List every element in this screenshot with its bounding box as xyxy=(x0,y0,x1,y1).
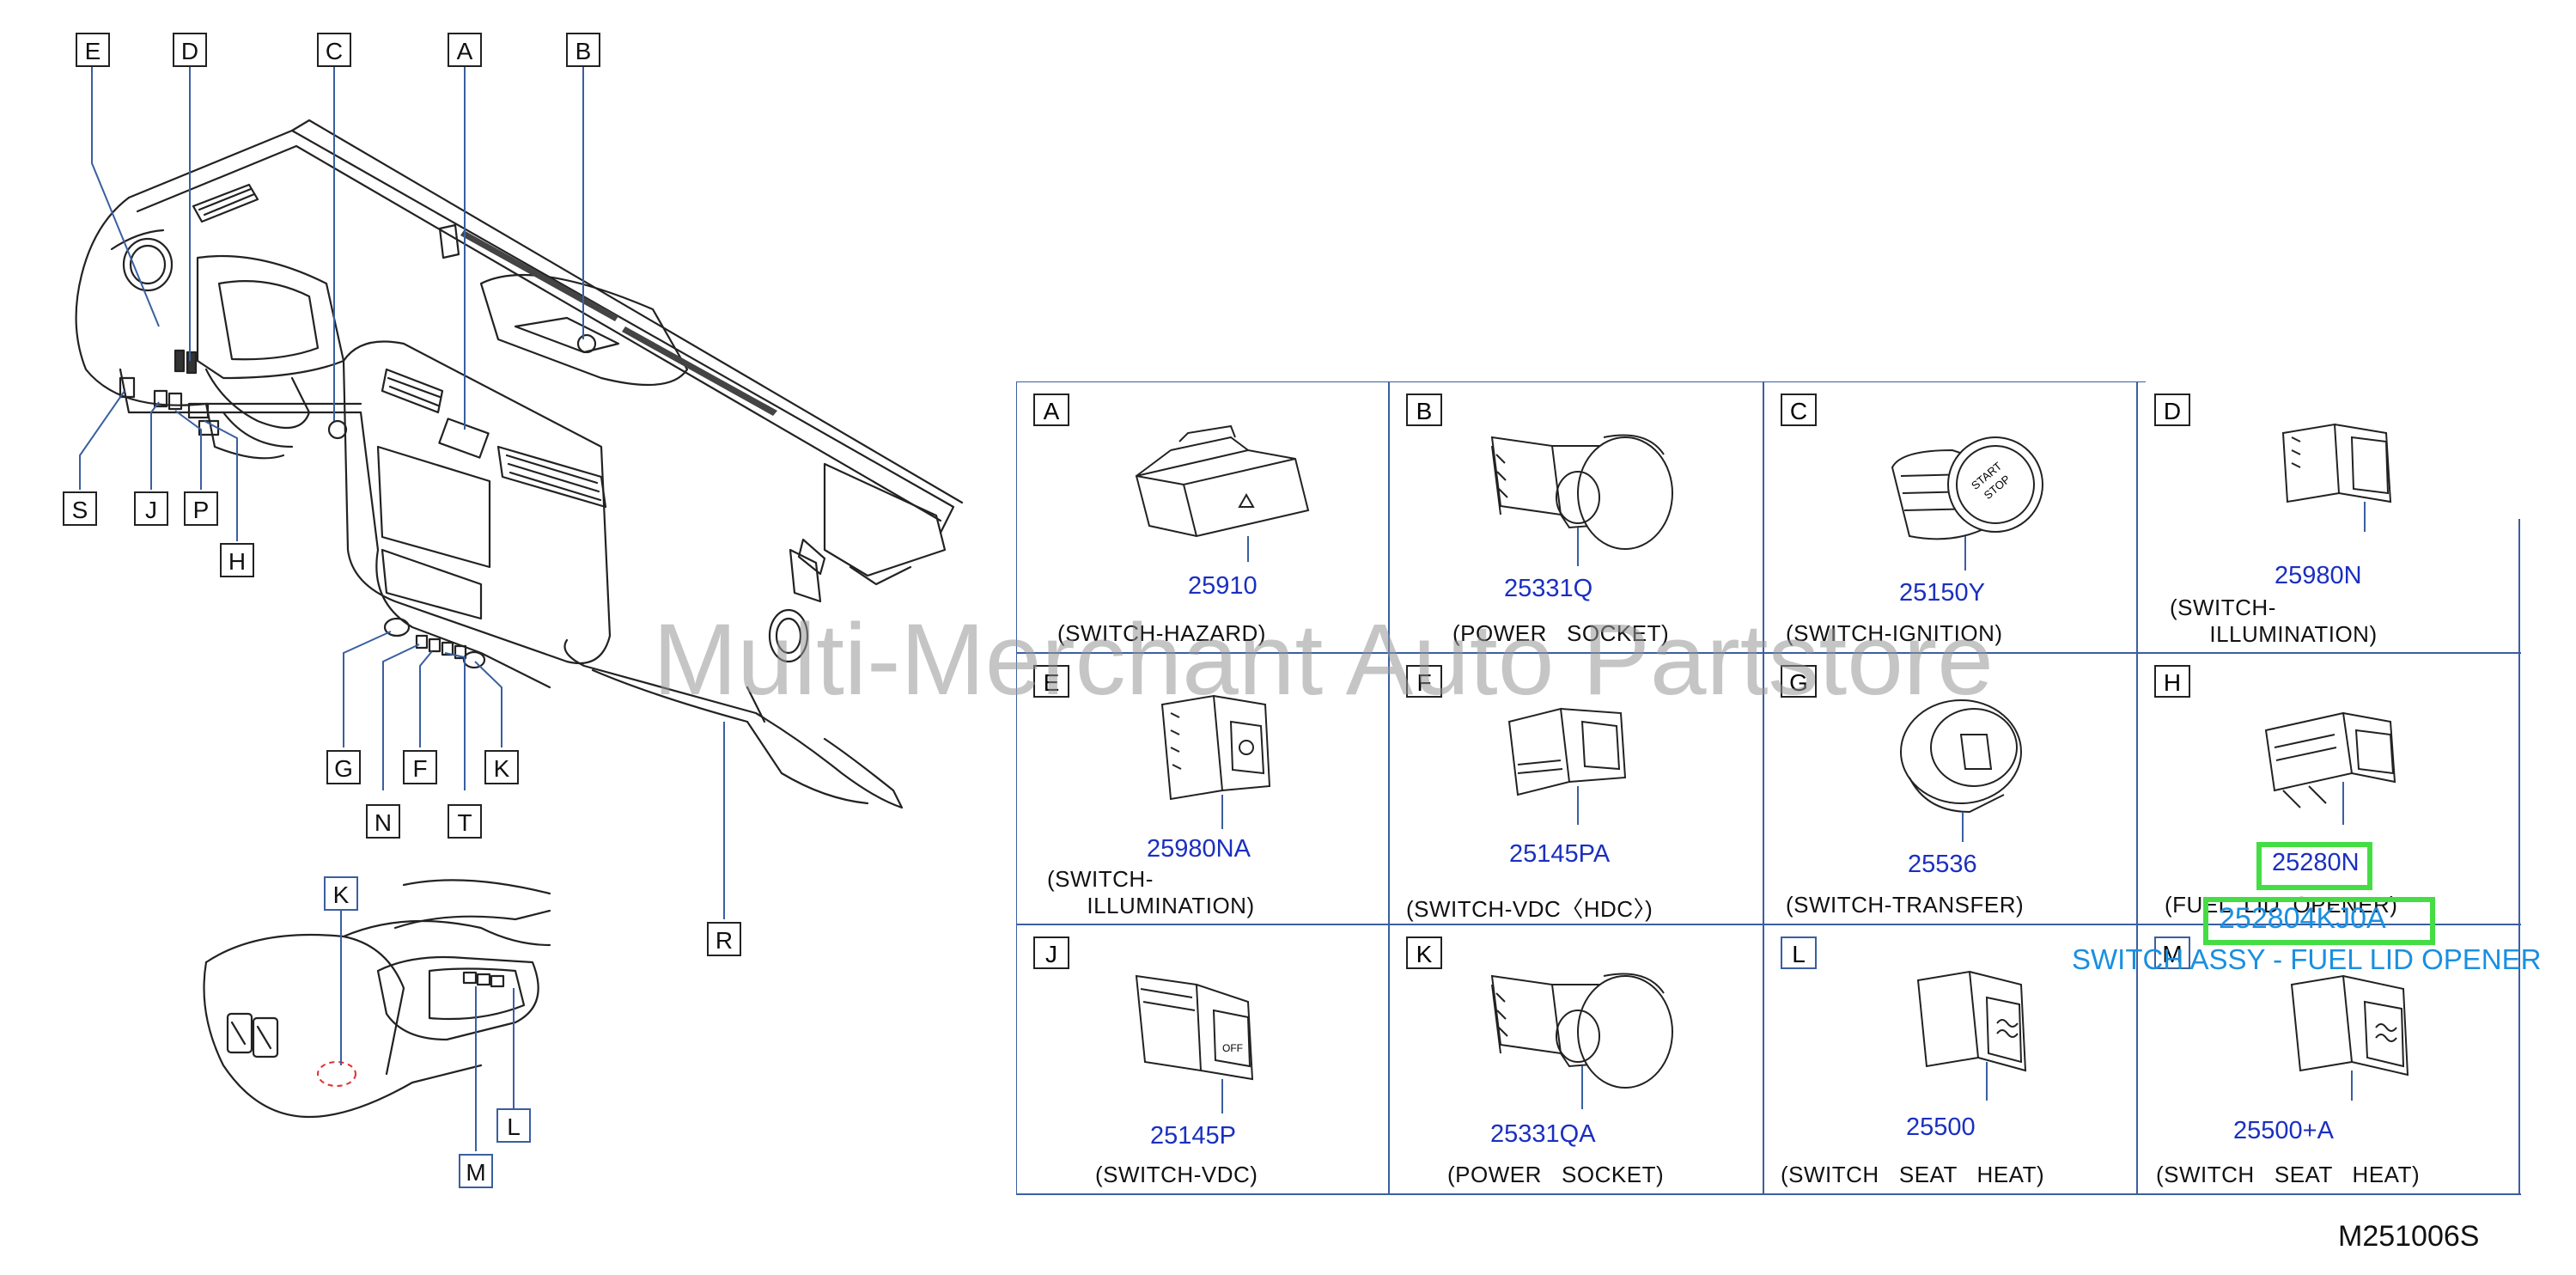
part-description: (SWITCH-VDC) xyxy=(1095,1162,1258,1187)
cell-letter: C xyxy=(1781,393,1817,426)
vdc-hdc-switch-icon xyxy=(1507,707,1627,825)
highlight-box-part-number xyxy=(2256,842,2372,890)
callout-h[interactable]: H xyxy=(220,543,254,577)
part-description: (SWITCH-TRANSFER) xyxy=(1786,892,2025,918)
cell-letter: E xyxy=(1033,665,1069,698)
illumination-switch-e-icon xyxy=(1160,694,1271,829)
part-number[interactable]: 25150Y xyxy=(1899,579,1985,607)
power-socket-icon xyxy=(1490,434,1673,566)
ignition-switch-icon: START STOP xyxy=(1891,436,2043,570)
callout-c[interactable]: C xyxy=(317,33,351,67)
cell-f[interactable]: F 25145PA (SWITCH-VDC〈HDC〉) xyxy=(1389,653,1763,924)
callout-g[interactable]: G xyxy=(326,750,361,784)
part-number[interactable]: 25500+A xyxy=(2233,1117,2334,1144)
fuel-lid-switch-icon xyxy=(2264,711,2396,825)
callout-k-inset[interactable]: K xyxy=(324,876,358,911)
part-number[interactable]: 25331Q xyxy=(1504,575,1593,602)
part-number[interactable]: 25145P xyxy=(1150,1122,1236,1150)
part-description: (SWITCH-VDC〈HDC〉) xyxy=(1406,896,1653,922)
diagram-code: M251006S xyxy=(2338,1220,2480,1253)
cell-k[interactable]: K 25331QA (POWER SOCKET) xyxy=(1389,924,1763,1194)
cell-letter: B xyxy=(1406,393,1442,426)
callout-s[interactable]: S xyxy=(63,491,97,526)
transfer-switch-icon xyxy=(1900,699,2022,842)
cell-m[interactable]: M 25500+A (SWITCH SEAT HEAT) xyxy=(2137,924,2519,1194)
cell-letter: D xyxy=(2154,393,2190,426)
callout-l[interactable]: L xyxy=(496,1108,531,1143)
cell-letter: H xyxy=(2154,665,2190,698)
part-description: (FUEL LID OPENER) xyxy=(2165,892,2398,918)
highlighted-full-part-number[interactable]: 252804KJ0A xyxy=(2219,902,2386,935)
cell-e[interactable]: E 25980NA (SWITCH- ILLUMINATION) xyxy=(1016,653,1389,924)
part-description: (SWITCH SEAT HEAT) xyxy=(2156,1162,2421,1187)
callout-t[interactable]: T xyxy=(448,804,482,839)
callout-d[interactable]: D xyxy=(173,33,207,67)
callout-a[interactable]: A xyxy=(448,33,482,67)
part-number[interactable]: 25910 xyxy=(1188,572,1258,600)
cell-b[interactable]: B 25331Q (POWER SOCKET) xyxy=(1389,381,1763,653)
cell-letter: G xyxy=(1781,665,1817,698)
dashboard-drawing xyxy=(75,67,964,1151)
part-number[interactable]: 25500 xyxy=(1906,1113,1976,1141)
callout-r[interactable]: R xyxy=(707,922,741,956)
part-description: (SWITCH- ILLUMINATION) xyxy=(2170,595,2378,647)
callout-b[interactable]: B xyxy=(566,33,600,67)
highlighted-part-description[interactable]: SWITCH ASSY - FUEL LID OPENER xyxy=(2072,943,2542,975)
cell-d[interactable]: D 25980N (SWITCH- ILLUMINATION) xyxy=(2137,381,2519,653)
power-socket-k-icon xyxy=(1490,973,1673,1109)
hazard-switch-icon xyxy=(1135,424,1310,562)
callout-m[interactable]: M xyxy=(459,1154,493,1188)
vdc-switch-icon: OFF xyxy=(1135,974,1254,1113)
cell-letter: M xyxy=(2154,936,2190,969)
part-description: (SWITCH- ILLUMINATION) xyxy=(1047,866,1255,918)
part-number[interactable]: 25331QA xyxy=(1490,1120,1596,1148)
part-number[interactable]: 25145PA xyxy=(1509,840,1611,868)
grid-lines xyxy=(1016,381,2521,1195)
svg-text:OFF: OFF xyxy=(1222,1042,1243,1054)
part-description: (SWITCH-IGNITION) xyxy=(1786,620,2003,646)
part-number[interactable]: 25980N xyxy=(2275,562,2362,589)
part-description: (POWER SOCKET) xyxy=(1447,1162,1665,1187)
cell-letter: K xyxy=(1406,936,1442,969)
callout-e[interactable]: E xyxy=(76,33,110,67)
highlighted-part-number[interactable]: 25280N xyxy=(2272,849,2360,876)
cell-letter: A xyxy=(1033,393,1069,426)
cell-g[interactable]: G 25536 (SWITCH-TRANSFER) xyxy=(1763,653,2137,924)
part-description: (SWITCH-HAZARD) xyxy=(1057,620,1266,646)
part-description: (POWER SOCKET) xyxy=(1452,620,1670,646)
cell-h[interactable]: H (FUEL LID OPENER) xyxy=(2137,653,2519,924)
part-number[interactable]: 25980NA xyxy=(1147,835,1251,863)
callout-k[interactable]: K xyxy=(484,750,519,784)
seat-heat-switch-icon xyxy=(1916,970,2027,1101)
cell-letter: J xyxy=(1033,936,1069,969)
part-number[interactable]: 25536 xyxy=(1908,851,1977,878)
cell-l[interactable]: L 25500 (SWITCH SEAT HEAT) xyxy=(1763,924,2137,1194)
parts-grid: A 25910 (SWITCH-HAZARD) B xyxy=(1016,381,2521,1196)
highlight-box-full-part-number xyxy=(2203,897,2435,945)
cell-letter: L xyxy=(1781,936,1817,969)
callout-p[interactable]: P xyxy=(184,491,218,526)
callout-n[interactable]: N xyxy=(366,804,400,839)
cell-j[interactable]: J OFF 25145P (SWITCH-VDC) xyxy=(1016,924,1389,1194)
cell-letter: F xyxy=(1406,665,1442,698)
cell-a[interactable]: A 25910 (SWITCH-HAZARD) xyxy=(1016,381,1389,653)
part-description: (SWITCH SEAT HEAT) xyxy=(1781,1162,2045,1187)
cell-c[interactable]: C START STOP 25150Y (SWITCH-IGNITION) xyxy=(1763,381,2137,653)
seat-heat-switch-m-icon xyxy=(2290,974,2409,1101)
callout-f[interactable]: F xyxy=(403,750,437,784)
illumination-switch-icon xyxy=(2281,423,2392,532)
callout-j[interactable]: J xyxy=(134,491,168,526)
